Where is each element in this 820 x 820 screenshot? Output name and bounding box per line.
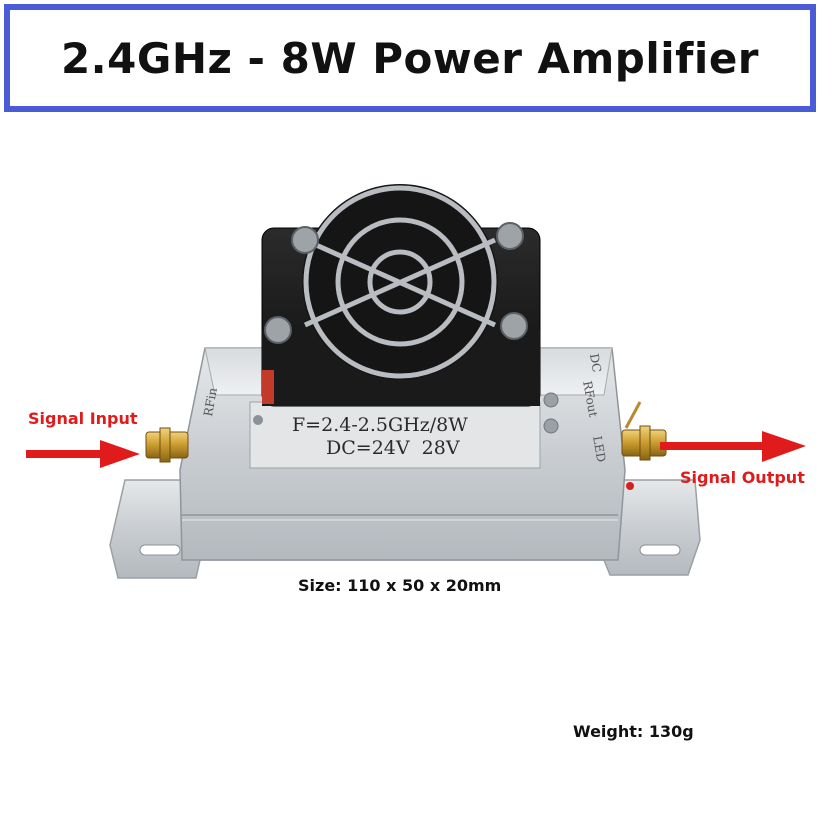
device-plate-voltage: DC=24V 28V	[326, 437, 460, 459]
weight-label: Weight: 130g	[573, 722, 694, 741]
title-banner: 2.4GHz - 8W Power Amplifier	[4, 4, 816, 112]
signal-output-arrow	[660, 431, 806, 462]
signal-input-arrow	[26, 440, 140, 468]
rf-output-connector	[621, 401, 667, 461]
cooling-fan	[261, 184, 541, 407]
rf-input-connector	[145, 427, 189, 463]
signal-input-label: Signal Input	[28, 409, 138, 428]
dc-marking: DC	[586, 352, 604, 374]
device-plate-frequency: F=2.4-2.5GHz/8W	[292, 414, 468, 436]
size-label: Size: 110 x 50 x 20mm	[298, 576, 502, 595]
led-indicator	[626, 482, 634, 490]
signal-output-label: Signal Output	[680, 468, 805, 487]
page-title: 2.4GHz - 8W Power Amplifier	[60, 33, 760, 83]
